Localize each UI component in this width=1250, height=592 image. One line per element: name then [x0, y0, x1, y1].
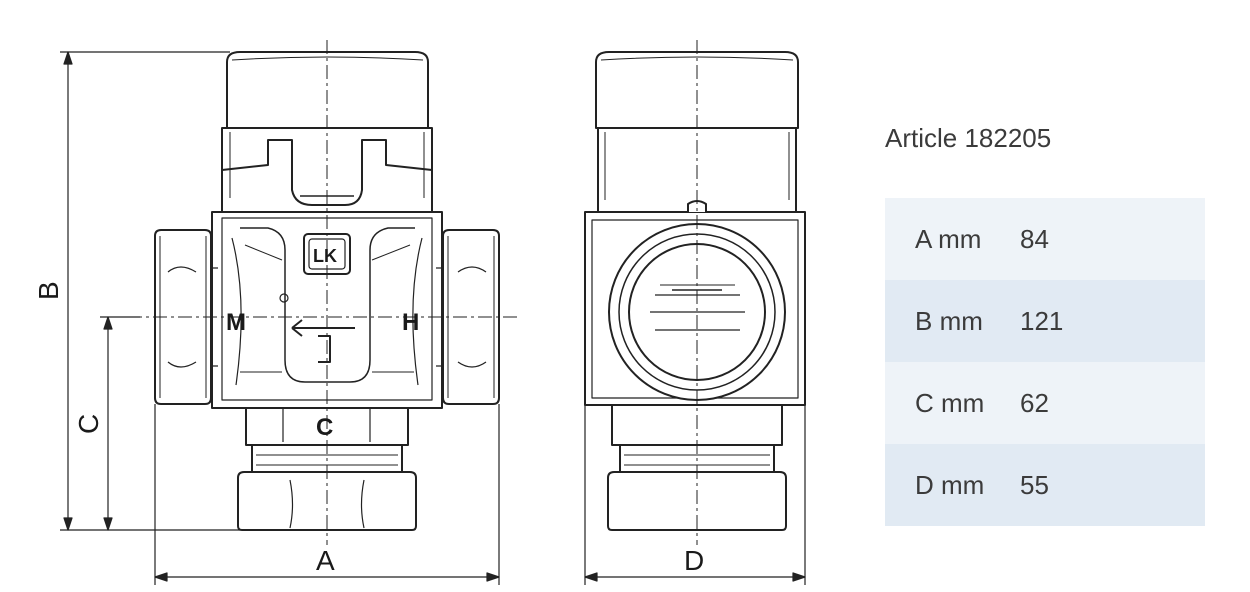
dimension-c-label: C: [73, 414, 104, 434]
cold-port-label: C: [316, 414, 333, 441]
table-row: C mm 62: [885, 362, 1205, 444]
dimension-d-label: D: [684, 545, 704, 576]
dimension-value: 121: [1020, 305, 1064, 336]
article-title: Article 182205: [885, 123, 1052, 153]
table-row: B mm 121: [885, 280, 1205, 362]
flow-arrow: [291, 319, 355, 363]
dimension-value: 84: [1020, 223, 1049, 254]
mixed-port-label: M: [226, 309, 246, 336]
dimension-label: A mm: [915, 223, 982, 254]
dimension-a-label: A: [316, 545, 335, 576]
valve-front-view: [128, 40, 520, 545]
hot-port-label: H: [402, 309, 419, 336]
dimension-value: 55: [1020, 469, 1049, 500]
dimension-b-label: B: [33, 281, 64, 300]
valve-technical-drawing: M H C LK A D B C: [33, 40, 806, 585]
dimension-label: C mm: [915, 387, 985, 418]
dimension-label: D mm: [915, 469, 985, 500]
dimension-value: 62: [1020, 387, 1049, 418]
dimension-lines: [60, 51, 806, 585]
brand-logo-text: LK: [313, 246, 337, 266]
valve-side-view: [584, 40, 806, 545]
dimension-label: B mm: [915, 305, 983, 336]
table-row: D mm 55: [885, 444, 1205, 526]
table-row: A mm 84: [885, 198, 1205, 280]
dimensions-table: A mm 84 B mm 121 C mm 62 D mm 55: [885, 198, 1205, 526]
